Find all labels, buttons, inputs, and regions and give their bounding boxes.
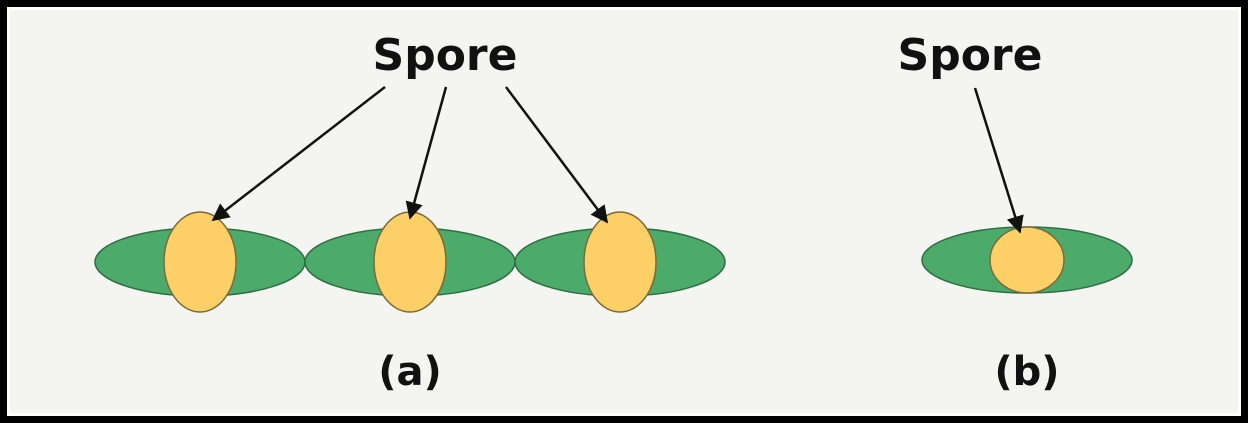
arrow-to-spore-1: [213, 87, 385, 220]
spore-2: [374, 212, 446, 312]
panel-a: Spore (a): [95, 30, 725, 395]
spore-label-a: Spore: [373, 30, 518, 81]
bacterial-cell-3: [515, 212, 725, 312]
arrow-to-spore-b: [975, 88, 1020, 232]
spore-3: [584, 212, 656, 312]
arrow-to-spore-2: [410, 87, 446, 218]
bacterial-cell-2: [305, 212, 515, 312]
bacterial-cell-1: [95, 212, 305, 312]
caption-a: (a): [378, 349, 442, 395]
panel-b: Spore (b): [898, 30, 1132, 395]
arrow-to-spore-3: [506, 87, 607, 222]
spore-1: [164, 212, 236, 312]
bacterial-cell-b: [922, 227, 1132, 293]
caption-b: (b): [994, 349, 1059, 395]
spore-label-b: Spore: [898, 30, 1043, 81]
spore-b: [990, 227, 1064, 293]
